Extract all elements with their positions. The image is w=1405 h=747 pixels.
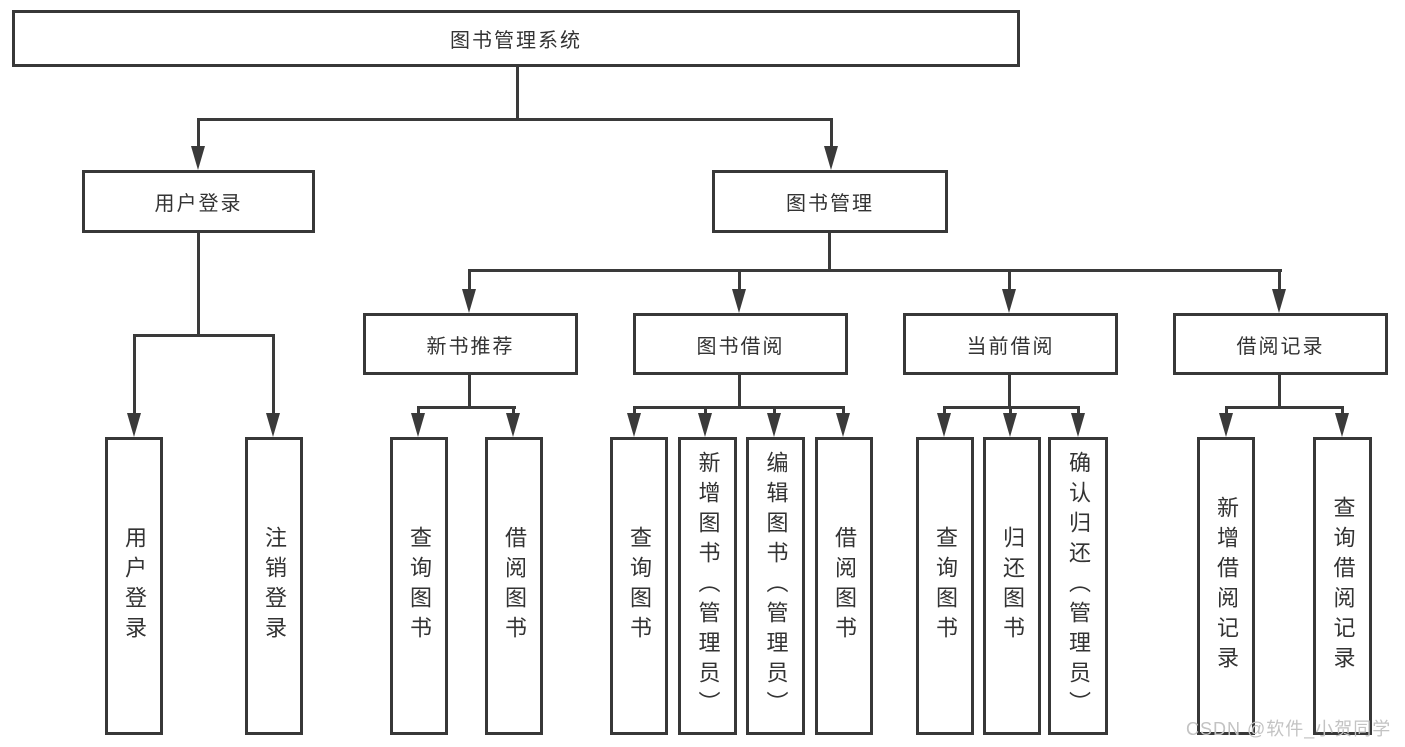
connector-sec4-drop-2 (1341, 406, 1344, 416)
leaf-query-books-recommend: 查询图书 (390, 437, 448, 735)
arrow-down-icon (506, 413, 520, 437)
leaf-label: 归还图书 (1000, 526, 1025, 646)
section-label: 当前借阅 (966, 335, 1055, 358)
connector-sec2-rail (633, 406, 845, 409)
arrow-down-icon (411, 413, 425, 437)
arrow-down-icon (1071, 413, 1085, 437)
leaf-logout: 注销登录 (245, 437, 303, 735)
connector-root-drop-left (197, 118, 200, 148)
arrow-down-icon (627, 413, 641, 437)
leaf-label: 注销登录 (262, 526, 287, 646)
section-label: 新书推荐 (426, 335, 515, 358)
node-branch-user-login-label: 用户登录 (154, 193, 243, 215)
arrow-down-icon (937, 413, 951, 437)
leaf-query-borrow-record: 查询借阅记录 (1313, 437, 1372, 735)
arrow-down-icon (836, 413, 850, 437)
connector-login-drop-1 (133, 334, 136, 414)
connector-sec1-rail (417, 406, 516, 409)
leaf-label: 借阅图书 (832, 526, 857, 646)
connector-sec4-drop-1 (1225, 406, 1228, 416)
connector-root-drop-right (830, 118, 833, 148)
node-root: 图书管理系统 (12, 10, 1020, 67)
connector-sec4-rail (1225, 406, 1344, 409)
connector-sec2-drop-2 (704, 406, 707, 416)
csdn-watermark: CSDN @软件_小贺同学 (1186, 719, 1392, 739)
connector-sec2-stem (738, 374, 741, 408)
leaf-add-borrow-record: 新增借阅记录 (1197, 437, 1255, 735)
arrow-down-icon (127, 413, 141, 437)
leaf-return-books: 归还图书 (983, 437, 1041, 735)
arrow-down-icon (266, 413, 280, 437)
arrow-down-icon (1335, 413, 1349, 437)
leaf-borrow-books-recommend: 借阅图书 (485, 437, 543, 735)
leaf-label: 查询借阅记录 (1330, 496, 1356, 676)
node-section-current-borrow: 当前借阅 (903, 313, 1118, 375)
section-label: 图书借阅 (696, 335, 785, 358)
leaf-query-books-current: 查询图书 (916, 437, 974, 735)
connector-sec2-drop-3 (773, 406, 776, 416)
arrow-down-icon (767, 413, 781, 437)
arrow-down-icon (732, 289, 746, 313)
connector-sec1-stem (468, 374, 471, 408)
connector-manage-drop-3 (1008, 269, 1011, 295)
connector-manage-drop-4 (1278, 269, 1281, 295)
connector-sec3-drop-3 (1077, 406, 1080, 416)
leaf-confirm-return-admin: 确认归还（管理员） (1048, 437, 1108, 735)
connector-sec1-drop-2 (512, 406, 515, 416)
connector-login-rail (133, 334, 275, 337)
leaf-label: 确认归还（管理员） (1066, 451, 1091, 721)
connector-sec3-drop-1 (943, 406, 946, 416)
arrow-down-icon (462, 289, 476, 313)
leaf-label: 查询图书 (407, 526, 432, 646)
leaf-label: 查询图书 (627, 526, 652, 646)
arrow-down-icon (191, 146, 205, 170)
connector-sec4-stem (1278, 374, 1281, 408)
leaf-label: 新增图书（管理员） (695, 451, 721, 721)
connector-manage-drop-2 (738, 269, 741, 295)
node-branch-book-management: 图书管理 (712, 170, 948, 233)
connector-login-stem (197, 231, 200, 337)
leaf-label: 查询图书 (933, 526, 958, 646)
node-section-borrow-records: 借阅记录 (1173, 313, 1388, 375)
connector-sec1-drop-1 (417, 406, 420, 416)
leaf-user-login: 用户登录 (105, 437, 163, 735)
node-section-book-borrow: 图书借阅 (633, 313, 848, 375)
connector-root-rail (197, 118, 833, 121)
connector-root-stem (516, 66, 519, 121)
node-root-label: 图书管理系统 (450, 30, 582, 52)
connector-manage-drop-1 (468, 269, 471, 295)
arrow-down-icon (1219, 413, 1233, 437)
section-label: 借阅记录 (1236, 335, 1325, 358)
leaf-label: 编辑图书（管理员） (763, 451, 789, 721)
leaf-label: 新增借阅记录 (1214, 496, 1239, 676)
leaf-borrow-books: 借阅图书 (815, 437, 873, 735)
node-section-new-book-recommend: 新书推荐 (363, 313, 578, 375)
leaf-edit-book-admin: 编辑图书（管理员） (746, 437, 805, 735)
leaf-label: 借阅图书 (502, 526, 527, 646)
connector-sec2-drop-4 (842, 406, 845, 416)
arrow-down-icon (698, 413, 712, 437)
node-branch-book-management-label: 图书管理 (786, 193, 874, 215)
node-branch-user-login: 用户登录 (82, 170, 315, 233)
connector-sec3-drop-2 (1009, 406, 1012, 416)
connector-sec3-stem (1008, 374, 1011, 408)
arrow-down-icon (1272, 289, 1286, 313)
leaf-label: 用户登录 (122, 526, 147, 646)
connector-manage-rail (468, 269, 1282, 272)
arrow-down-icon (1002, 289, 1016, 313)
leaf-query-books-borrow: 查询图书 (610, 437, 668, 735)
connector-login-drop-2 (272, 334, 275, 414)
arrow-down-icon (824, 146, 838, 170)
connector-manage-stem (828, 231, 831, 272)
arrow-down-icon (1003, 413, 1017, 437)
connector-sec2-drop-1 (633, 406, 636, 416)
leaf-add-book-admin: 新增图书（管理员） (678, 437, 737, 735)
